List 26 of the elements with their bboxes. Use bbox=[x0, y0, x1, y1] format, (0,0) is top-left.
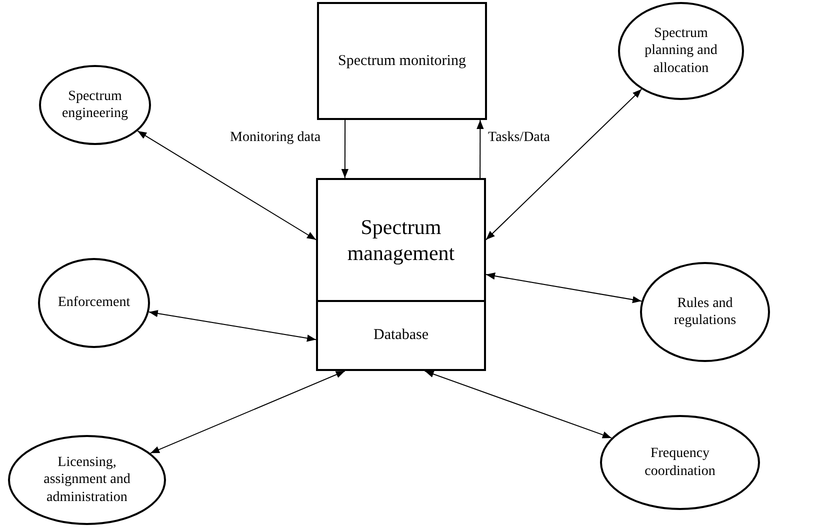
function-ellipse bbox=[618, 2, 744, 100]
arrow bbox=[150, 370, 346, 454]
arrow bbox=[476, 120, 484, 178]
process-box bbox=[317, 2, 487, 120]
function-ellipse bbox=[38, 258, 150, 348]
edge-label: Monitoring data bbox=[230, 130, 321, 146]
arrow bbox=[424, 370, 612, 438]
node-label: Licensing, assignment and administration bbox=[42, 454, 132, 506]
node-label: Spectrum engineering bbox=[60, 88, 130, 122]
process-box bbox=[316, 178, 486, 371]
node-label: Rules and regulations bbox=[672, 294, 738, 330]
arrow bbox=[486, 272, 642, 304]
node-label: Spectrum monitoring bbox=[337, 52, 467, 70]
arrow bbox=[486, 88, 642, 240]
node-label: Enforcement bbox=[56, 294, 132, 312]
arrow bbox=[341, 120, 349, 178]
node-label: Spectrum planning and allocation bbox=[644, 24, 718, 78]
node-label: Spectrum management bbox=[346, 214, 456, 266]
function-ellipse bbox=[640, 262, 770, 362]
function-ellipse bbox=[8, 435, 166, 525]
node-label: Frequency coordination bbox=[644, 445, 716, 480]
function-ellipse bbox=[600, 415, 760, 510]
function-ellipse bbox=[39, 65, 151, 145]
arrow bbox=[137, 130, 316, 240]
arrow bbox=[148, 310, 316, 342]
node-label: Database bbox=[372, 326, 430, 345]
